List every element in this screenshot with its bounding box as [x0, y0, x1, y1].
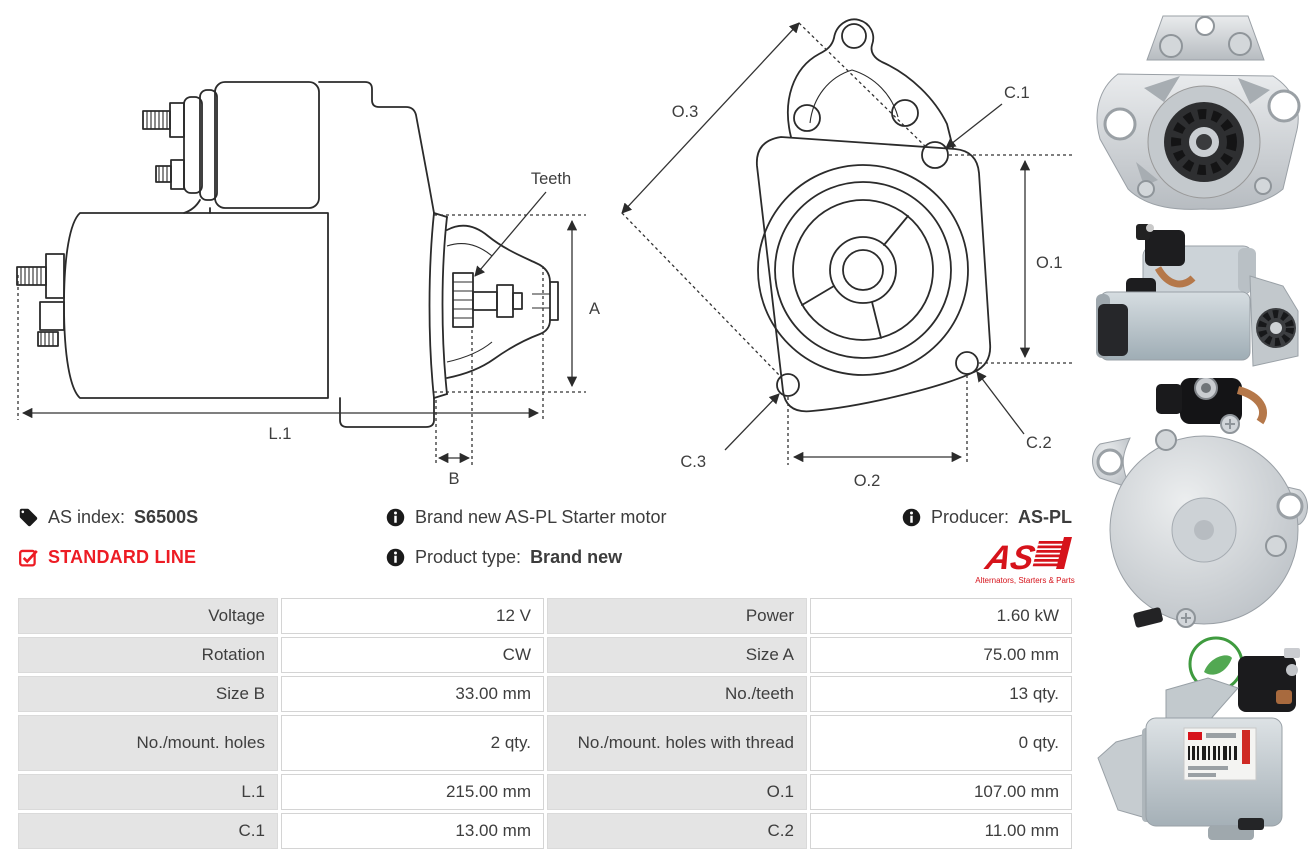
logo-wordmark: AS [981, 539, 1039, 576]
starter-photo-rear-view[interactable] [1088, 378, 1312, 628]
side-view-technical-drawing: A Teeth L.1 B [16, 81, 600, 488]
front-view-technical-drawing: O.3 O.1 O.2 C.1 C.2 C.3 [621, 18, 1073, 490]
checkbox-check-icon [19, 549, 38, 567]
dim-label-b: B [448, 470, 459, 488]
spec-value: 13 qty. [810, 676, 1072, 712]
tag-icon [19, 508, 38, 527]
spec-table: Voltage 12 V Power 1.60 kW Rotation CW S… [18, 598, 1072, 849]
dim-label-a: A [589, 300, 600, 318]
spec-value: 75.00 mm [810, 637, 1072, 673]
product-description: Brand new AS-PL Starter motor [415, 507, 667, 527]
spec-value: CW [281, 637, 544, 673]
producer-label: Producer: [930, 507, 1009, 527]
description-row: Brand new AS-PL Starter motor [385, 507, 666, 528]
dim-label-o2: O.2 [854, 472, 881, 490]
info-icon [386, 548, 405, 567]
spec-value: 107.00 mm [810, 774, 1072, 810]
spec-label: C.1 [18, 813, 278, 849]
spec-label: Voltage [18, 598, 278, 634]
spec-label: L.1 [18, 774, 278, 810]
spec-label: Size B [18, 676, 278, 712]
product-type-label: Product type: [415, 547, 522, 567]
standard-line-label: STANDARD LINE [48, 547, 197, 567]
front-view-dimensions: O.3 O.1 O.2 C.1 C.2 C.3 [621, 22, 1073, 490]
spec-value: 2 qty. [281, 715, 544, 771]
product-info-bar: AS index: S6500S Brand new AS-PL Starter… [18, 507, 1075, 587]
spec-value: 1.60 kW [810, 598, 1072, 634]
spec-label: No./mount. holes with thread [547, 715, 807, 771]
info-icon [902, 508, 921, 527]
dim-label-c2: C.2 [1026, 434, 1052, 452]
producer-row: Producer: AS-PL [901, 507, 1072, 528]
spec-value: 12 V [281, 598, 544, 634]
dim-label-o3: O.3 [672, 103, 699, 121]
spec-label: No./teeth [547, 676, 807, 712]
starter-photo-side-view[interactable] [1088, 216, 1312, 374]
dim-label-c3: C.3 [680, 453, 706, 471]
spec-value: 33.00 mm [281, 676, 544, 712]
product-type-value: Brand new [530, 547, 623, 567]
spec-label: Rotation [18, 637, 278, 673]
standard-line-row: STANDARD LINE [18, 547, 196, 568]
spec-label: C.2 [547, 813, 807, 849]
spec-value: 0 qty. [810, 715, 1072, 771]
spec-value: 215.00 mm [281, 774, 544, 810]
producer-value: AS-PL [1018, 507, 1072, 527]
dim-label-l1: L.1 [269, 425, 292, 443]
starter-photo-front-view[interactable] [1088, 4, 1312, 214]
dim-label-o1: O.1 [1036, 254, 1063, 272]
spec-value: 11.00 mm [810, 813, 1072, 849]
starter-side-outline [16, 81, 559, 428]
spec-value: 13.00 mm [281, 813, 544, 849]
spec-label: No./mount. holes [18, 715, 278, 771]
spec-label: O.1 [547, 774, 807, 810]
spec-label: Size A [547, 637, 807, 673]
as-index-row: AS index: S6500S [18, 507, 198, 528]
product-type-row: Product type: Brand new [385, 547, 622, 568]
logo-tagline: Alternators, Starters & Parts [975, 576, 1075, 585]
info-icon [386, 508, 405, 527]
dim-label-teeth: Teeth [531, 170, 571, 188]
as-index-value: S6500S [134, 507, 199, 527]
spec-label: Power [547, 598, 807, 634]
starter-front-outline [756, 18, 992, 413]
side-view-dimensions: A Teeth L.1 B [17, 170, 600, 488]
as-pl-logo: AS Alternators, Starters & Parts [975, 537, 1075, 585]
dim-label-c1: C.1 [1004, 84, 1030, 102]
starter-photo-labeled-side-view[interactable] [1088, 630, 1312, 858]
as-index-label: AS index: [48, 507, 126, 527]
